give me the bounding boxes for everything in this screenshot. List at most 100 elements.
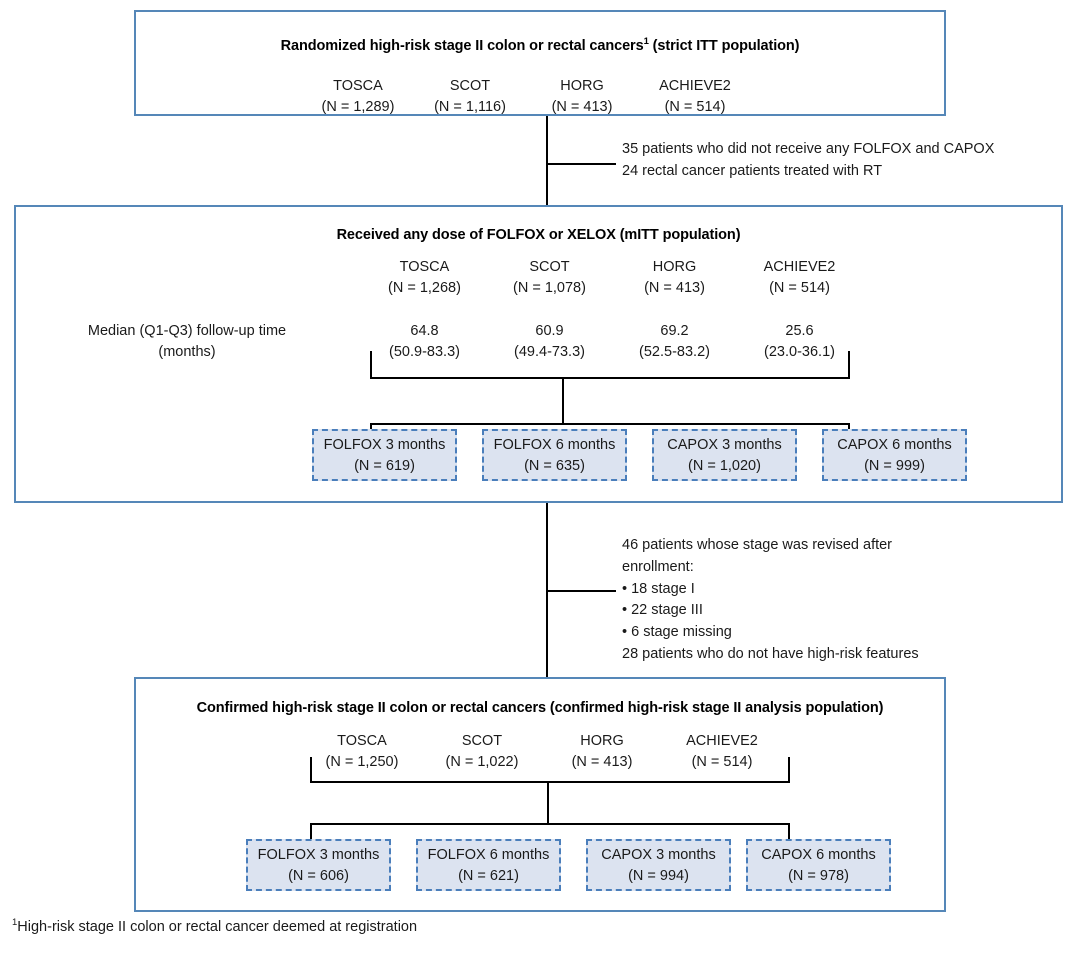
median-iqr: (52.5-83.2) bbox=[639, 344, 710, 361]
median-value: 25.6 bbox=[785, 323, 814, 339]
connector-bracket-diverge-bottom bbox=[310, 823, 790, 845]
exclusion-note-2-line: 46 patients whose stage was revised afte… bbox=[622, 537, 893, 553]
study-column-horg: HORG (N = 413) bbox=[542, 731, 662, 773]
study-n: (N = 413) bbox=[644, 280, 705, 297]
arm-name: FOLFOX 3 months bbox=[257, 846, 380, 863]
study-name: ACHIEVE2 bbox=[686, 733, 758, 749]
arm-box-capox-3-months: CAPOX 3 months (N = 1,020) bbox=[652, 429, 797, 481]
study-column-horg: HORG (N = 413) bbox=[612, 257, 737, 299]
footnote-text: High-risk stage II colon or rectal cance… bbox=[17, 919, 418, 935]
study-name: TOSCA bbox=[337, 733, 387, 749]
study-column-tosca: TOSCA (N = 1,268) bbox=[362, 257, 487, 299]
box-mitt-population-title: Received any dose of FOLFOX or XELOX (mI… bbox=[336, 227, 741, 243]
connector-exclusion-2-tick bbox=[546, 590, 616, 592]
study-n: (N = 1,022) bbox=[445, 754, 519, 771]
median-value-achieve2: 25.6 (23.0-36.1) bbox=[737, 321, 862, 363]
arm-name: FOLFOX 6 months bbox=[493, 436, 616, 453]
exclusion-note-1: 35 patients who did not receive any FOLF… bbox=[622, 139, 994, 183]
box-randomized-itt-columns: TOSCA (N = 1,289) SCOT (N = 1,116) HORG … bbox=[302, 76, 752, 118]
median-followup-values: 64.8 (50.9-83.3) 60.9 (49.4-73.3) 69.2 (… bbox=[362, 321, 862, 363]
figure-footnote: 1High-risk stage II colon or rectal canc… bbox=[12, 917, 418, 935]
box-mitt-population: Received any dose of FOLFOX or XELOX (mI… bbox=[14, 205, 1063, 503]
study-column-achieve2: ACHIEVE2 (N = 514) bbox=[662, 731, 782, 773]
arm-n: (N = 1,020) bbox=[688, 457, 761, 474]
median-followup-label: Median (Q1-Q3) follow-up time (months) bbox=[52, 321, 322, 363]
arm-box-capox-6-months: CAPOX 6 months (N = 999) bbox=[822, 429, 967, 481]
study-column-tosca: TOSCA (N = 1,289) bbox=[302, 76, 414, 118]
arm-box-folfox-3-months: FOLFOX 3 months (N = 606) bbox=[246, 839, 391, 891]
arm-name: FOLFOX 3 months bbox=[323, 436, 446, 453]
study-name: HORG bbox=[580, 733, 624, 749]
arm-box-capox-6-months: CAPOX 6 months (N = 978) bbox=[746, 839, 891, 891]
median-value-tosca: 64.8 (50.9-83.3) bbox=[362, 321, 487, 363]
study-n: (N = 514) bbox=[691, 754, 753, 771]
footnote-marker: 1 bbox=[12, 917, 18, 929]
median-iqr: (50.9-83.3) bbox=[389, 344, 460, 361]
exclusion-note-2-line: • 22 stage III bbox=[622, 602, 703, 619]
median-value: 69.2 bbox=[660, 323, 689, 339]
box-confirmed-high-risk-title: Confirmed high-risk stage II colon or re… bbox=[196, 700, 884, 716]
arm-name: CAPOX 3 months bbox=[601, 846, 716, 863]
connector-mid-stem bbox=[562, 377, 564, 425]
arm-name: CAPOX 6 months bbox=[837, 436, 952, 453]
connector-bracket-converge-bottom bbox=[310, 757, 790, 783]
connector-exclusion-1-tick bbox=[546, 163, 616, 165]
footnote-marker-title: 1 bbox=[643, 36, 649, 48]
study-n: (N = 1,268) bbox=[388, 280, 461, 297]
box-confirmed-high-risk: Confirmed high-risk stage II colon or re… bbox=[134, 677, 946, 912]
arm-box-folfox-6-months: FOLFOX 6 months (N = 621) bbox=[416, 839, 561, 891]
arm-box-capox-3-months: CAPOX 3 months (N = 994) bbox=[586, 839, 731, 891]
exclusion-note-2-line: enrollment: bbox=[622, 558, 694, 575]
arm-n: (N = 619) bbox=[354, 457, 415, 474]
study-n: (N = 1,250) bbox=[325, 754, 399, 771]
study-column-achieve2: ACHIEVE2 (N = 514) bbox=[737, 257, 862, 299]
study-column-tosca: TOSCA (N = 1,250) bbox=[302, 731, 422, 773]
study-column-scot: SCOT (N = 1,022) bbox=[422, 731, 542, 773]
study-name: SCOT bbox=[449, 78, 491, 94]
arm-n: (N = 994) bbox=[628, 867, 689, 884]
median-iqr: (23.0-36.1) bbox=[764, 344, 835, 361]
study-n: (N = 514) bbox=[769, 280, 830, 297]
study-name: HORG bbox=[652, 259, 697, 275]
connector-top-to-middle bbox=[546, 116, 548, 205]
study-name: ACHIEVE2 bbox=[763, 259, 836, 275]
arm-box-folfox-6-months: FOLFOX 6 months (N = 635) bbox=[482, 429, 627, 481]
study-n: (N = 1,116) bbox=[434, 99, 506, 116]
study-n: (N = 1,078) bbox=[513, 280, 586, 297]
box-confirmed-high-risk-columns: TOSCA (N = 1,250) SCOT (N = 1,022) HORG … bbox=[302, 731, 782, 773]
arm-n: (N = 621) bbox=[458, 867, 519, 884]
study-n: (N = 413) bbox=[571, 754, 633, 771]
exclusion-note-1-line: 24 rectal cancer patients treated with R… bbox=[622, 162, 883, 179]
study-column-achieve2: ACHIEVE2 (N = 514) bbox=[638, 76, 752, 118]
arm-n: (N = 606) bbox=[288, 867, 349, 884]
study-n: (N = 1,289) bbox=[321, 99, 395, 116]
box-randomized-itt-title: Randomized high-risk stage II colon or r… bbox=[136, 36, 944, 54]
study-name: HORG bbox=[560, 78, 604, 94]
arm-name: FOLFOX 6 months bbox=[427, 846, 550, 863]
study-column-scot: SCOT (N = 1,116) bbox=[414, 76, 526, 118]
exclusion-note-2-line: 28 patients who do not have high-risk fe… bbox=[622, 645, 919, 662]
box-randomized-itt: Randomized high-risk stage II colon or r… bbox=[134, 10, 946, 116]
exclusion-note-2-line: • 6 stage missing bbox=[622, 624, 732, 640]
study-n: (N = 514) bbox=[664, 99, 726, 116]
study-name: ACHIEVE2 bbox=[659, 78, 731, 94]
median-value: 64.8 bbox=[410, 323, 439, 339]
median-value: 60.9 bbox=[535, 323, 564, 339]
median-followup-label-line1: Median (Q1-Q3) follow-up time bbox=[87, 323, 287, 339]
median-value-horg: 69.2 (52.5-83.2) bbox=[612, 321, 737, 363]
study-name: SCOT bbox=[529, 259, 570, 275]
arm-n: (N = 978) bbox=[788, 867, 849, 884]
median-iqr: (49.4-73.3) bbox=[514, 344, 585, 361]
median-followup-label-line2: (months) bbox=[158, 344, 216, 361]
study-n: (N = 413) bbox=[551, 99, 613, 116]
arm-n: (N = 635) bbox=[524, 457, 585, 474]
box-mitt-population-columns: TOSCA (N = 1,268) SCOT (N = 1,078) HORG … bbox=[362, 257, 862, 299]
study-name: TOSCA bbox=[333, 78, 383, 94]
exclusion-note-2: 46 patients whose stage was revised afte… bbox=[622, 535, 919, 666]
connector-bracket-converge-mid bbox=[370, 351, 850, 379]
exclusion-note-2-line: • 18 stage I bbox=[622, 580, 695, 597]
study-name: SCOT bbox=[461, 733, 503, 749]
arm-n: (N = 999) bbox=[864, 457, 925, 474]
study-name: TOSCA bbox=[399, 259, 450, 275]
